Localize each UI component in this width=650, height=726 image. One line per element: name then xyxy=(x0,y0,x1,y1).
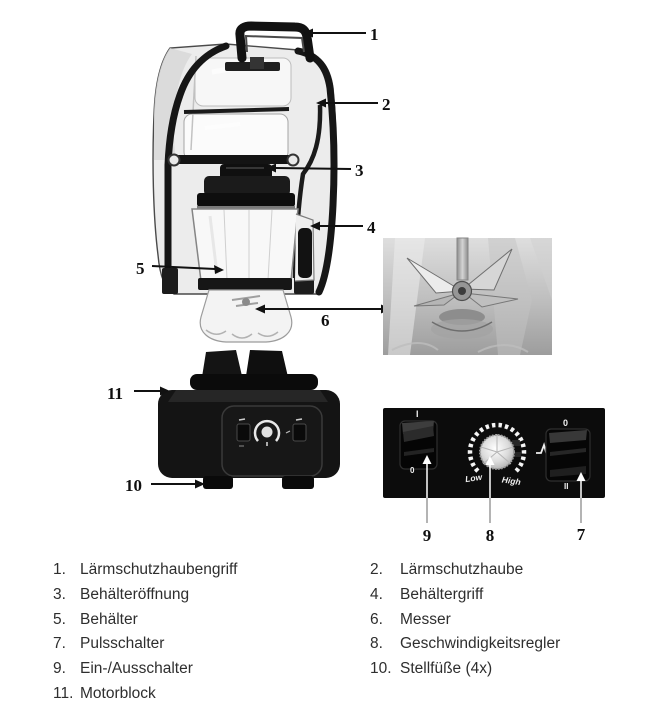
legend-item: 7. Pulsschalter xyxy=(53,632,353,657)
callout-lines xyxy=(134,32,381,485)
legend-item-number: 1. xyxy=(53,561,66,579)
control-panel-inset: I 0 Low High 0 II xyxy=(383,408,605,545)
legend-item: 6. Messer xyxy=(370,607,640,632)
power-switch-on-label: I xyxy=(416,409,419,419)
legend-item-number: 2. xyxy=(370,561,383,579)
jar-blade-base xyxy=(199,289,293,343)
mini-power-switch xyxy=(236,423,251,442)
legend-column-left: 1. Lärmschutzhaubengriff 3. Behälteröffn… xyxy=(53,558,353,706)
legend-item-number: 10. xyxy=(370,660,392,678)
power-switch-pointer-arrow xyxy=(422,455,432,464)
callout-9: 9 xyxy=(423,526,432,545)
panel-callout-lines xyxy=(426,498,582,523)
foot-left xyxy=(203,476,233,489)
legend-item-label: Messer xyxy=(400,610,451,628)
hood-hinge-left xyxy=(167,153,181,167)
dial-high-label: High xyxy=(501,475,521,488)
callout-7: 7 xyxy=(577,525,586,544)
legend-item-number: 4. xyxy=(370,586,383,604)
blade-assembly xyxy=(406,248,519,308)
legend-item-number: 5. xyxy=(53,610,66,628)
legend-item-label: Geschwindigkeitsregler xyxy=(400,635,561,653)
legend-item-label: Ein-/Ausschalter xyxy=(80,660,193,678)
legend-item-label: Lärmschutzhaube xyxy=(400,561,524,579)
legend-item: 5. Behälter xyxy=(53,607,353,632)
callout-4: 4 xyxy=(367,218,376,237)
callout-arrowheads xyxy=(160,28,391,489)
mini-speed-dial xyxy=(253,419,281,442)
legend-item-number: 8. xyxy=(370,635,383,653)
legend-item: 3. Behälteröffnung xyxy=(53,583,353,608)
legend-item-number: 7. xyxy=(53,635,66,653)
legend-item: 11. Motorblock xyxy=(53,681,353,706)
pulse-switch-top-label: 0 xyxy=(563,418,568,428)
legend-item-number: 11. xyxy=(53,684,74,702)
jar-lid xyxy=(197,164,295,209)
legend-item: 1. Lärmschutzhaubengriff xyxy=(53,558,353,583)
legend-item-label: Stellfüße (4x) xyxy=(400,660,493,678)
callout-numbers: 1 2 3 4 5 6 11 10 xyxy=(107,25,391,495)
legend-item: 2. Lärmschutzhaube xyxy=(370,558,640,583)
jar-handle-grip xyxy=(298,228,312,278)
callout-5: 5 xyxy=(136,259,145,278)
blade-detail-inset xyxy=(383,237,552,355)
pulse-switch: 0 II xyxy=(545,418,591,498)
legend-item-number: 6. xyxy=(370,610,383,628)
legend-item-label: Motorblock xyxy=(80,684,156,702)
callout-3: 3 xyxy=(355,161,364,180)
legend-item-number: 3. xyxy=(53,586,66,604)
pulse-switch-bottom-label: II xyxy=(564,482,568,491)
legend-item: 8. Geschwindigkeitsregler xyxy=(370,632,640,657)
speed-dial: Low High xyxy=(465,422,527,498)
parts-legend: 1. Lärmschutzhaubengriff 3. Behälteröffn… xyxy=(0,558,650,718)
legend-item: 10. Stellfüße (4x) xyxy=(370,657,640,682)
blender-parts-diagram: 1 2 3 4 5 6 11 10 xyxy=(107,21,605,545)
base-control-panel xyxy=(221,405,323,477)
power-switch: I 0 xyxy=(399,409,438,498)
motor-block xyxy=(158,350,340,489)
blender-illustration xyxy=(152,21,340,489)
foot-right xyxy=(282,476,314,489)
dial-low-label: Low xyxy=(465,472,485,484)
speed-dial-pointer-arrow xyxy=(485,456,495,465)
callout-8: 8 xyxy=(486,526,495,545)
legend-item-label: Behälteröffnung xyxy=(80,586,190,604)
callout-1: 1 xyxy=(370,25,379,44)
callout-6: 6 xyxy=(321,311,330,330)
legend-item-label: Behältergriff xyxy=(400,586,484,604)
legend-item: 9. Ein-/Ausschalter xyxy=(53,657,353,682)
callout-11: 11 xyxy=(107,384,123,403)
legend-item-label: Behälter xyxy=(80,610,138,628)
pulse-switch-pointer-arrow xyxy=(576,472,586,481)
legend-item-label: Pulsschalter xyxy=(80,635,165,653)
power-switch-off-label: 0 xyxy=(410,466,415,475)
legend-item-number: 9. xyxy=(53,660,66,678)
hood-hinge-right xyxy=(286,153,300,167)
legend-column-right: 2. Lärmschutzhaube 4. Behältergriff 6. M… xyxy=(370,558,640,681)
jar xyxy=(191,208,315,290)
callout-2: 2 xyxy=(382,95,391,114)
mini-pulse-switch xyxy=(292,423,307,442)
legend-item: 4. Behältergriff xyxy=(370,583,640,608)
callout-10: 10 xyxy=(125,476,142,495)
legend-item-label: Lärmschutzhaubengriff xyxy=(80,561,238,579)
